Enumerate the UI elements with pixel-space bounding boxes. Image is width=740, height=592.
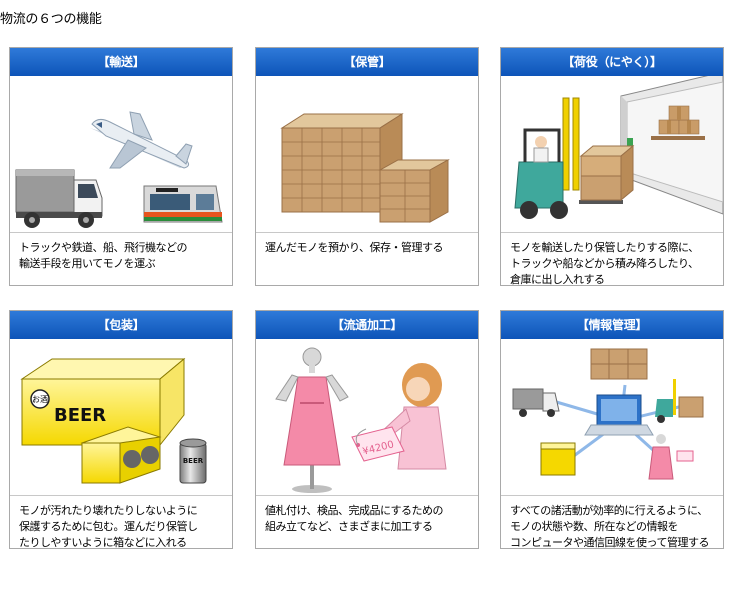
description-line: モノが汚れたり壊れたりしないように [19,504,198,517]
description-line: 運んだモノを預かり、保存・管理する [265,241,444,254]
card-cargo-handling: 【荷役（にやく）】 モノを輸送したり保管したりする際に、 ト [500,47,724,286]
airplane-icon [90,111,193,169]
description-line: 値札付け、検品、完成品にするための [265,504,444,517]
description-line: トラックや鉄道、船、飛行機などの [19,241,188,254]
card-distribution-processing: 【流通加工】 ¥4200 値札付け、検品、完成品にするための 組み立てなど、さま… [255,310,479,549]
mannequin-dress-icon [275,347,349,493]
stacked-boxes-icon [280,113,450,223]
description-line: モノの状態や数、所在などの情報を [510,520,679,533]
description-line: たりしやすいように箱などに入れる [19,536,187,549]
information-illustration [512,348,704,480]
cargo-handling-illustration [514,76,723,219]
box-tag-label: お酒 [32,395,48,404]
train-icon [143,185,223,223]
storage-illustration [280,113,450,223]
description-line: トラックや船などから積み降ろしたり、 [510,257,699,270]
card-description: 運んだモノを預かり、保存・管理する [256,232,478,285]
can-brand-label: BEER [183,457,204,465]
card-description: モノを輸送したり保管したりする際に、 トラックや船などから積み降ろしたり、 倉庫… [501,232,723,286]
card-title: 【包装】 [10,311,232,339]
beer-can-icon: BEER [179,438,207,484]
card-title: 【輸送】 [10,48,232,76]
description-line: コンピュータや通信回線を使って管理する [510,536,709,549]
card-packaging: 【包装】 お酒 BEER BEER モノが汚れたり壊れたりしないように 保護する… [9,310,233,549]
truck-icon [15,169,103,228]
packaging-illustration: お酒 BEER BEER [20,357,207,484]
beer-small-box-icon [80,426,162,484]
page-title: 物流の６つの機能 [0,12,102,27]
beer-box-icon: お酒 BEER [20,357,186,447]
truck-node-icon [512,388,560,417]
dress-node-icon [648,434,694,480]
description-line: 組み立てなど、さまざまに加工する [265,520,433,533]
box-brand-label: BEER [54,405,106,426]
boxes-node-icon [590,348,648,380]
forklift-node-icon [655,379,704,423]
card-title: 【情報管理】 [501,311,723,339]
transport-illustration [15,111,223,228]
forklift-icon [514,97,635,219]
beer-box-node-icon [540,442,576,476]
description-line: 倉庫に出し入れする [510,273,605,286]
description-line: 輸送手段を用いてモノを運ぶ [19,257,156,270]
description-line: 保護するために包む。運んだり保管し [19,520,198,533]
card-storage: 【保管】 運んだモノを預かり、保存・管理する [255,47,479,286]
card-title: 【流通加工】 [256,311,478,339]
card-information-management: 【情報管理】 [500,310,724,549]
card-description: モノが汚れたり壊れたりしないように 保護するために包む。運んだり保管し たりしや… [10,495,232,549]
card-title: 【保管】 [256,48,478,76]
card-description: 値札付け、検品、完成品にするための 組み立てなど、さまざまに加工する [256,495,478,548]
description-line: すべての諸活動が効率的に行えるように、 [510,504,708,517]
card-title: 【荷役（にやく）】 [501,48,723,76]
description-line: モノを輸送したり保管したりする際に、 [510,241,699,254]
card-description: すべての諸活動が効率的に行えるように、 モノの状態や数、所在などの情報を コンピ… [501,495,723,549]
card-description: トラックや鉄道、船、飛行機などの 輸送手段を用いてモノを運ぶ [10,232,232,285]
price-tag-icon: ¥4200 [351,426,405,462]
laptop-icon [584,394,654,436]
truck-container-icon [620,76,723,215]
card-transport: 【輸送】 トラックや鉄道、船、飛行機などの [9,47,233,286]
processing-illustration: ¥4200 [275,347,447,493]
